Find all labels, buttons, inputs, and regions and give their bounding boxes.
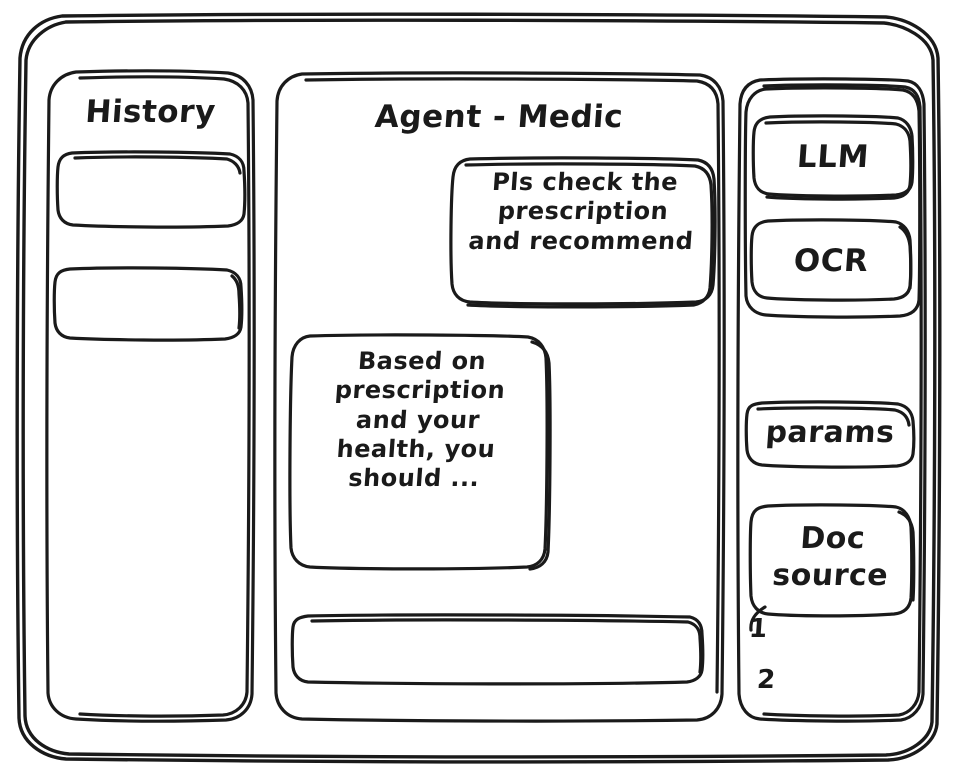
params-label: params: [764, 415, 896, 450]
history-item[interactable]: [55, 268, 241, 335]
assistant-message-text: Based on prescription and your health, y…: [333, 347, 507, 493]
message-input[interactable]: [293, 615, 702, 681]
doc-source-entry[interactable]: 2: [756, 665, 777, 695]
history-title: History: [84, 94, 217, 130]
tool-label-ocr: OCR: [792, 243, 870, 279]
chat-title: Agent - Medic: [373, 99, 625, 135]
history-item[interactable]: [58, 152, 244, 223]
user-message-text: Pls check the prescription and recommend: [467, 168, 695, 255]
doc-source-label: Doc source: [771, 521, 890, 593]
tool-label-llm: LLM: [795, 139, 871, 175]
doc-source-entry[interactable]: 1: [748, 614, 769, 644]
